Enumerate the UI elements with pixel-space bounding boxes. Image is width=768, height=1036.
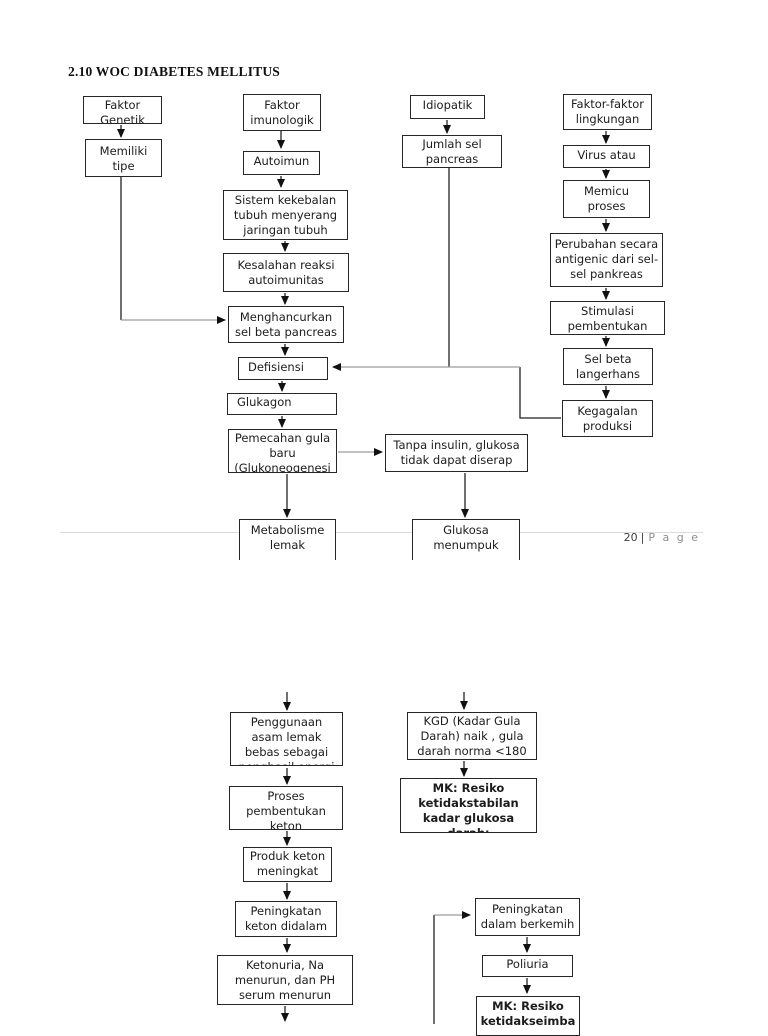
node-ketonuria: Ketonuria, Na menurun, dan PH serum menu… (217, 955, 353, 1005)
node-produk-keton: Produk keton meningkat (243, 847, 332, 882)
node-stimulasi: Stimulasi pembentukan (550, 301, 665, 335)
node-virus-atau: Virus atau (563, 145, 650, 168)
node-memicu-proses: Memicu proses (563, 180, 650, 218)
footer-page-number: 20 (623, 531, 638, 544)
page-footer: 20|P a g e (624, 531, 700, 544)
node-mk-ketidakseimba: MK: Resiko ketidakseimba (476, 996, 580, 1036)
node-peningkatan-keton: Peningkatan keton didalam (235, 901, 337, 937)
node-penggunaan-asam: Penggunaan asam lemak bebas sebagai peng… (230, 712, 343, 766)
node-metabolisme-lemak: Metabolisme lemak (239, 519, 336, 560)
node-autoimun: Autoimun (243, 151, 320, 175)
footer-separator: | (640, 531, 645, 544)
node-faktor-imunologik: Faktor imunologik (243, 94, 321, 131)
node-memiliki-tipe: Memiliki tipe (85, 139, 162, 177)
node-kgd: KGD (Kadar Gula Darah) naik , gula darah… (407, 712, 537, 760)
footer-page-word: P a g e (648, 531, 700, 544)
footer-divider (60, 532, 703, 533)
node-poliuria: Poliuria (482, 955, 573, 977)
node-perubahan-antigenic: Perubahan secara antigenic dari sel- sel… (550, 233, 663, 287)
node-faktor-genetik: Faktor Genetik (83, 96, 162, 124)
page-title: 2.10 WOC DIABETES MELLITUS (68, 64, 281, 79)
node-jumlah-sel: Jumlah sel pancreas (402, 135, 502, 168)
node-sel-beta: Sel beta langerhans (563, 348, 653, 385)
node-faktor-lingkungan: Faktor-faktor lingkungan (563, 94, 652, 130)
node-kegagalan: Kegagalan produksi (562, 400, 653, 437)
node-pemecahan-gula: Pemecahan gula baru (Glukoneogenesi (228, 429, 337, 473)
node-idiopatik: Idiopatik (410, 95, 485, 119)
node-glukosa-menumpuk: Glukosa menumpuk (412, 519, 520, 560)
node-berkemih: Peningkatan dalam berkemih (475, 898, 580, 936)
node-sistem-kekebalan: Sistem kekebalan tubuh menyerang jaringa… (223, 190, 348, 240)
node-proses-keton: Proses pembentukan keton (229, 786, 343, 830)
node-kesalahan-reaksi: Kesalahan reaksi autoimunitas (223, 253, 349, 292)
node-glukagon: Glukagon (227, 393, 337, 415)
node-tanpa-insulin: Tanpa insulin, glukosa tidak dapat diser… (385, 434, 528, 472)
node-mk-ketidakstabilan: MK: Resiko ketidakstabilan kadar glukosa… (400, 778, 537, 833)
node-defisiensi: Defisiensi (238, 357, 328, 380)
node-menghancurkan: Menghancurkan sel beta pancreas (228, 306, 344, 343)
